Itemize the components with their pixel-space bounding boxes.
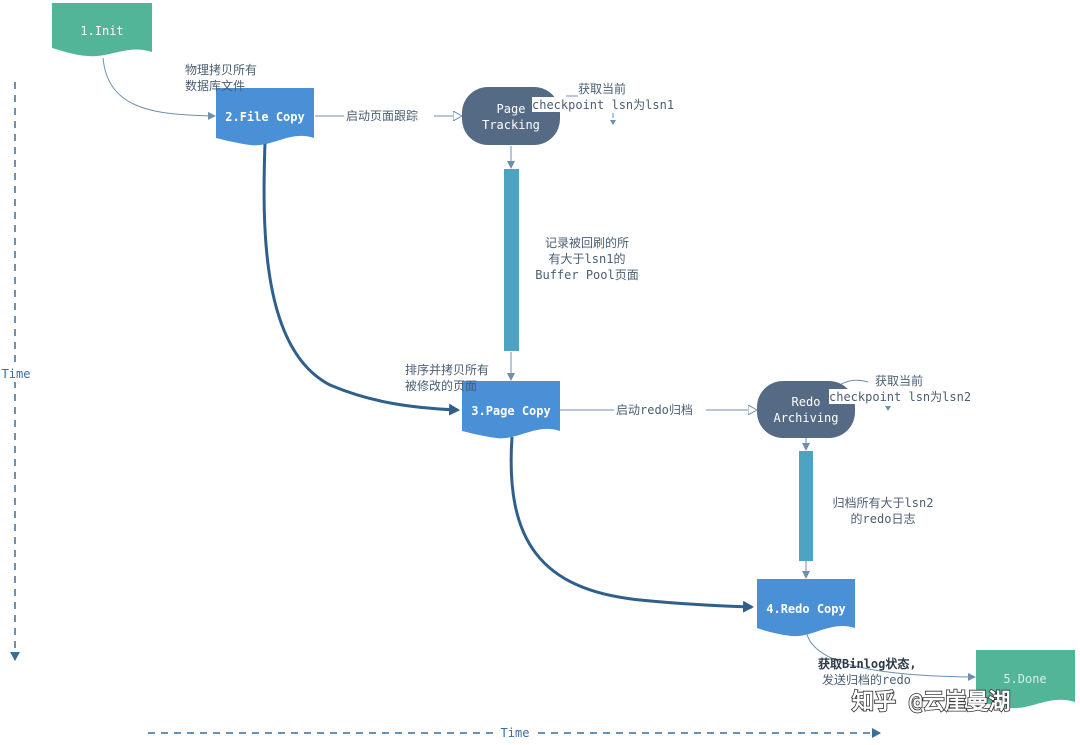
checkpoint1-note-1: 获取当前 <box>578 81 626 96</box>
done-node <box>976 650 1075 709</box>
page-tracking-label-1: Page <box>497 102 526 116</box>
vertical-time-label: Time <box>2 367 31 381</box>
init-to-filecopy-arrow <box>102 57 216 120</box>
record-flushed-note-2: 有大于lsn1的 <box>549 251 626 266</box>
page-tracking-label-2: Tracking <box>482 118 540 132</box>
binlog-status-note-1: 获取Binlog状态, <box>817 656 917 671</box>
sort-copy-note-1: 排序并拷贝所有 <box>405 362 489 377</box>
checkpoint2-note-2: checkpoint lsn为lsn2 <box>829 390 971 404</box>
redo-archiving-label-1: Redo <box>792 395 821 409</box>
page-copy-label: 3.Page Copy <box>471 404 550 418</box>
checkpoint1-callout-arrow <box>610 120 616 125</box>
file-copy-label: 2.File Copy <box>225 110 304 124</box>
redo-copy-node <box>757 579 855 637</box>
init-node <box>52 3 152 57</box>
physical-copy-note-1: 物理拷贝所有 <box>185 62 257 77</box>
file-copy-node <box>216 88 314 146</box>
archive-logs-note-1: 归档所有大于lsn2 <box>833 496 934 510</box>
page-tracking-node <box>462 87 560 145</box>
horizontal-time-label: Time <box>501 726 530 740</box>
done-label: 5.Done <box>1003 672 1046 686</box>
page-copy-node <box>462 381 560 439</box>
record-flushed-note-1: 记录被回刷的所 <box>545 235 629 250</box>
filecopy-to-pagecopy-curve <box>262 141 460 416</box>
binlog-status-note-2: 发送归档的redo <box>822 672 911 687</box>
checkpoint1-callout-line <box>566 95 614 118</box>
init-label: 1.Init <box>80 24 123 38</box>
page-tracking-bar <box>504 169 519 351</box>
start-page-tracking-note: 启动页面跟踪 <box>346 109 418 123</box>
redo-archiving-label-2: Archiving <box>773 411 838 425</box>
start-redo-archiving-note: 启动redo归档 <box>616 403 693 417</box>
pagecopy-to-redocopy-curve <box>509 436 754 613</box>
archive-logs-note-2: 的redo日志 <box>851 511 916 526</box>
checkpoint2-note-1: 获取当前 <box>875 373 923 388</box>
record-flushed-note-3: Buffer Pool页面 <box>535 268 638 282</box>
redocopy-to-done-arrow <box>805 629 976 681</box>
redo-archiving-bar <box>799 451 813 561</box>
redo-copy-label: 4.Redo Copy <box>766 602 845 616</box>
checkpoint1-note-2: checkpoint lsn为lsn1 <box>532 98 674 112</box>
checkpoint2-callout-arrow <box>885 406 891 411</box>
zhihu-watermark: 知乎 @云崖曼湖 <box>852 689 1011 715</box>
sort-copy-note-2: 被修改的页面 <box>405 378 477 393</box>
physical-copy-note-2: 数据库文件 <box>185 78 245 93</box>
